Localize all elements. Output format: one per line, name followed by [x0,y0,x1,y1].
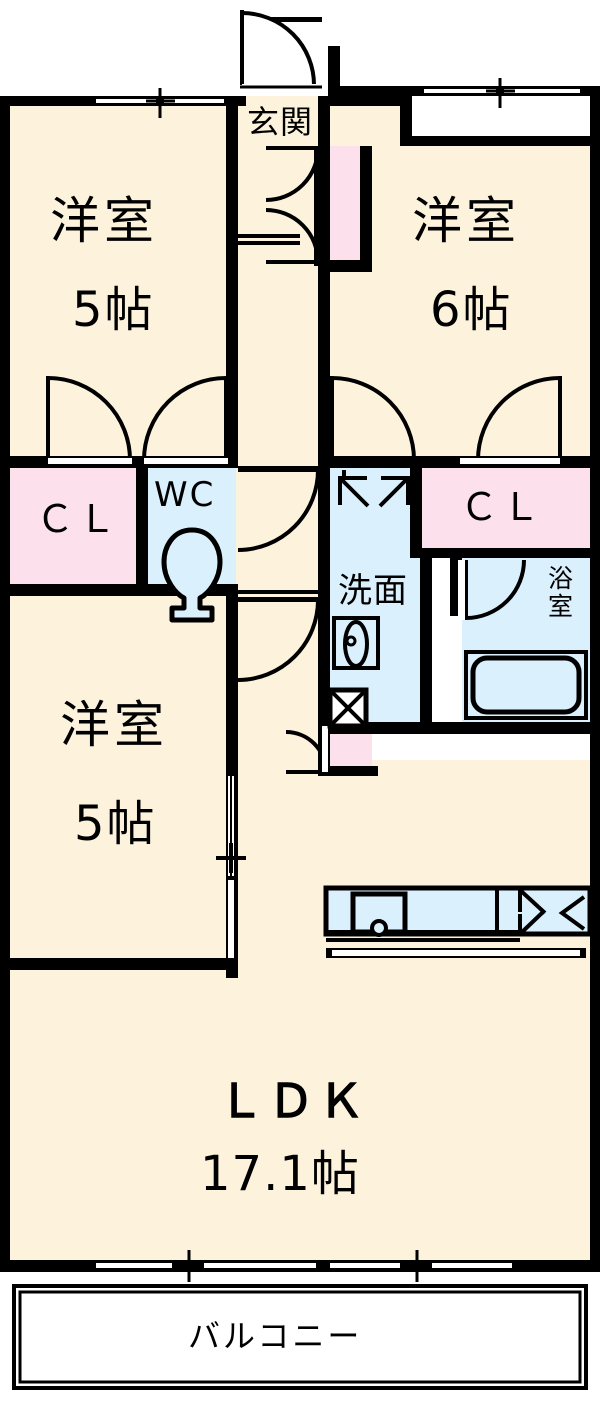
ldk-fill [10,966,590,1266]
bedroom-tl-closet-door[interactable] [142,375,228,464]
washroom-door[interactable] [285,726,329,774]
toilet-fixture [161,527,223,623]
bedroom-top-left-fill [10,96,236,466]
wall-exterior-left [0,96,10,1270]
bedroom-tl-door[interactable] [46,375,132,464]
bedroom-top-right-label: 洋室 [412,192,520,250]
kitchen-sink-fixture [350,891,408,937]
wall-entrance-alcove-top [328,86,410,106]
balcony-outline [12,1284,588,1390]
ldk-size: 17.1帖 [200,1146,360,1202]
wall-bathroom-bottom [432,722,590,734]
ldk-label: ＬＤＫ [218,1074,368,1128]
wall-corridor-left [226,96,238,466]
wall-corridor-right-lower [318,466,330,776]
washbasin-fixture [332,616,380,670]
wall-alcove-right [400,86,412,146]
wall-washroom-right [420,556,432,734]
wall-shoe-closet-right [360,146,372,272]
closet-left-fill [10,466,140,588]
wall-corridor-right-mid [318,266,330,466]
bedroom-bottom-left-label: 洋室 [60,696,168,754]
closet-left-label: ＣＬ [36,497,121,541]
bedroom-tr-door[interactable] [330,375,416,461]
balcony-fill [14,1290,586,1385]
wall-exterior-top-right [400,136,600,146]
closet-right-label: ＣＬ [460,485,545,529]
corridor-door-lower[interactable] [237,590,321,682]
bathtub-fixture [464,650,588,720]
wall-bedroom-bl-bottom [0,958,238,970]
entrance-label: 玄関 [247,103,314,141]
fixtures [161,470,593,958]
bathroom-door[interactable] [458,559,526,621]
washing-machine-space [338,470,410,508]
bedroom-bottom-left-fill [10,596,236,966]
wall-corridor-right-upper [318,96,330,266]
entrance-door[interactable] [240,10,322,90]
toilet-label: WC [154,475,216,515]
washroom-fill [328,466,420,726]
corridor-partition-line [236,234,300,245]
wall-shoe-closet-bottom [328,260,372,272]
wall-closet-left-right [136,466,148,588]
doors [46,10,562,958]
bedroom-bottom-left-size: 5帖 [74,796,157,852]
kitchen-stove-fixture [518,888,586,936]
wall-exterior-right [590,96,600,1270]
wall-hall-closet-bottom [318,766,378,776]
bedroom-top-left-label: 洋室 [50,192,158,250]
bedroom-tr-closet-door[interactable] [460,375,562,464]
window-top-left [96,88,224,118]
bathroom-label: 浴室 [548,564,574,621]
balcony-label: バルコニー [188,1317,363,1355]
windows [96,78,580,1282]
wall-closet-right-bottom [410,548,590,558]
utility-box [327,687,369,729]
washroom-label: 洗面 [338,571,408,611]
kitchen-counter [323,885,593,958]
window-ldk-balcony [96,1250,512,1282]
closet-right-fill [420,466,590,556]
wall-closet-right-left [410,466,422,556]
bedroom-bl-slider[interactable] [216,770,246,958]
corridor-door-upper[interactable] [237,466,321,552]
bedroom-top-left-size: 5帖 [72,282,155,338]
bedroom-top-right-size: 6帖 [430,282,513,338]
entrance-inner-door[interactable] [265,146,321,266]
window-top-right [424,78,580,108]
